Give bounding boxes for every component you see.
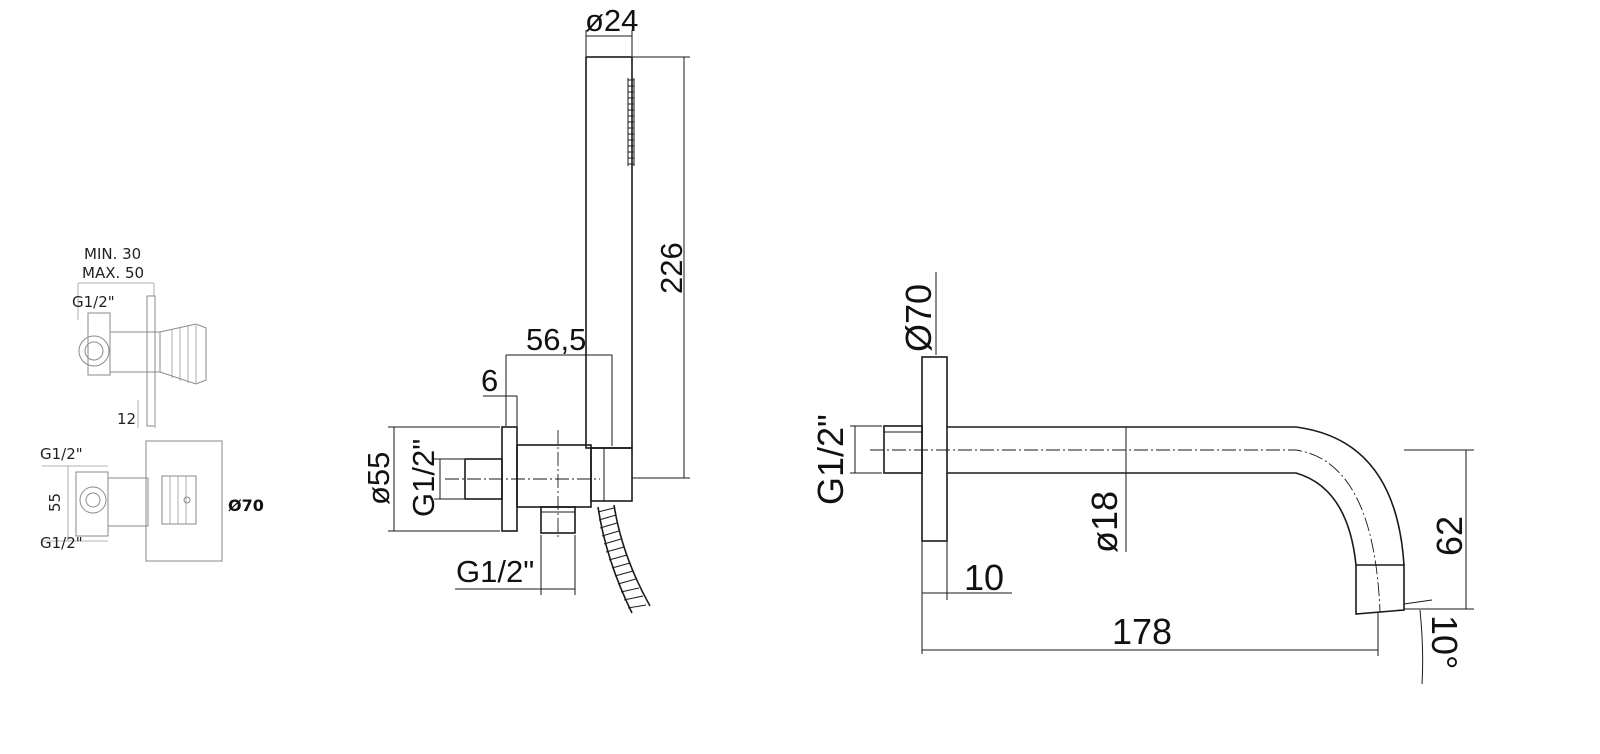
g-half-inch-top-label: G1/2" [72, 293, 115, 311]
dim-10-degree-label: 10° [1424, 615, 1465, 669]
hand-shower-drawing [388, 30, 690, 614]
dim-g-half-horizontal-label: G1/2" [456, 554, 534, 589]
dim-6-label: 6 [481, 363, 498, 398]
dim-g-half-vertical-label: G1/2" [406, 439, 441, 517]
dim-226-label: 226 [654, 242, 689, 294]
min-30-label: MIN. 30 [84, 245, 141, 263]
phi-70-small-label: Ø70 [228, 496, 264, 515]
small-side-view [77, 282, 207, 428]
g-half-inch-lower-label: G1/2" [40, 534, 83, 552]
dim-55-small-label: 55 [46, 493, 64, 512]
small-front-view [42, 440, 223, 562]
dim-phi55-label: ø55 [361, 452, 396, 505]
max-50-label: MAX. 50 [82, 264, 144, 282]
dim-g-half-spout-label: G1/2" [810, 414, 851, 505]
dim-phi24-label: ø24 [585, 3, 638, 38]
dim-12-label: 12 [117, 410, 136, 428]
dim-56-5-label: 56,5 [526, 322, 586, 357]
dim-62-label: 62 [1429, 516, 1470, 556]
dim-10-label: 10 [964, 557, 1004, 598]
dim-178-label: 178 [1112, 611, 1172, 652]
spout-drawing [850, 272, 1474, 685]
g-half-inch-upper-label: G1/2" [40, 445, 83, 463]
dim-phi18-label: ø18 [1084, 491, 1125, 553]
dim-phi70-spout-label: Ø70 [898, 284, 939, 352]
